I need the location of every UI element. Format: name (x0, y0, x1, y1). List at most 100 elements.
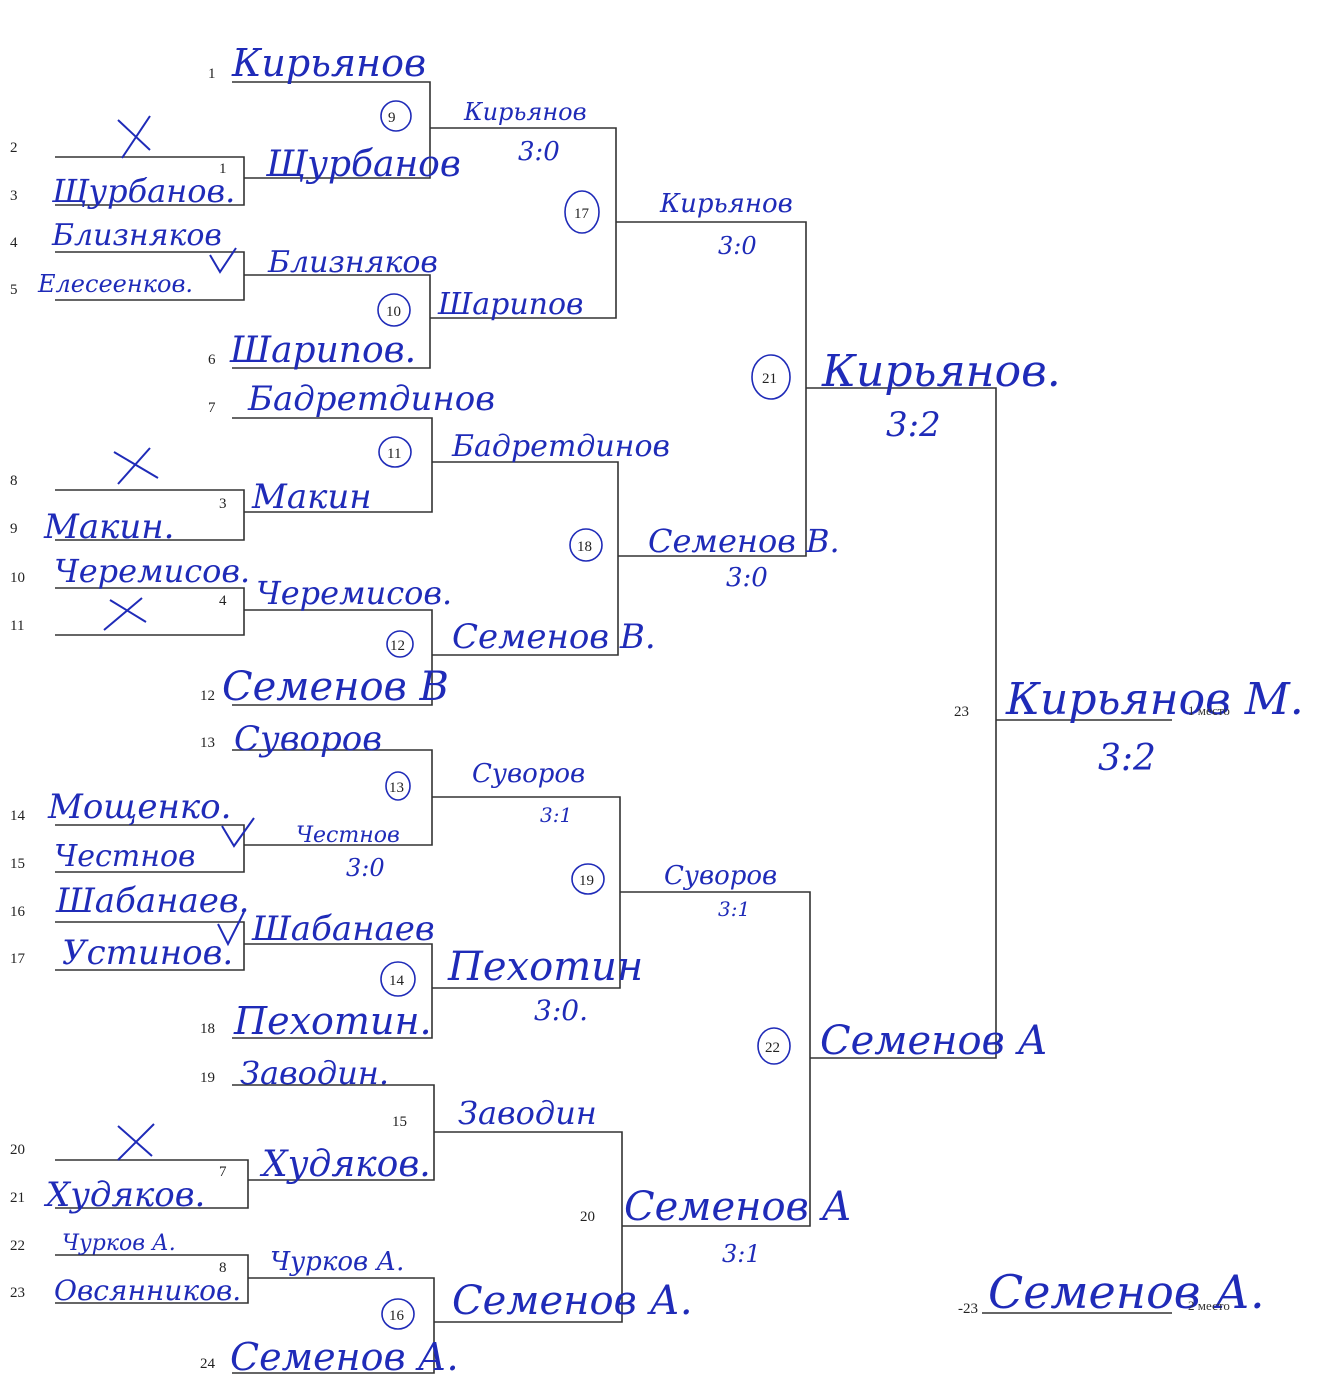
match-3-bracket (55, 489, 245, 541)
match-num-4: 4 (219, 593, 227, 609)
match-num-23b: -23 (958, 1301, 978, 1317)
final-lines (806, 387, 1172, 1314)
seed-19: 19 (200, 1070, 215, 1086)
runner-up-name: Семенов А. (988, 1265, 1265, 1319)
match-7-bracket (55, 1159, 249, 1209)
entrant-7: Бадретдинов (247, 379, 495, 419)
circle-19 (571, 863, 605, 895)
seed-22: 22 (10, 1238, 25, 1254)
entrant-18: Пехотин. (233, 999, 432, 1043)
match-num-8: 8 (219, 1260, 227, 1276)
match-num-3: 3 (219, 496, 227, 512)
score-match-9: 3:0 (518, 137, 560, 167)
x-mark-match-3 (113, 447, 159, 485)
match-num-15: 15 (392, 1114, 407, 1130)
final-bracket (806, 387, 997, 1059)
seed-20: 20 (10, 1142, 25, 1158)
entrant-23: Овсянников. (54, 1274, 241, 1307)
match-numbers: 1 3 4 7 8 9 10 11 12 13 14 15 16 17 18 1… (219, 110, 978, 1324)
circle-18 (569, 528, 603, 562)
circle-21 (751, 354, 791, 400)
round-1-lines (55, 156, 249, 1304)
entrant-names: Кирьянов Щурбанов. Близняков Елесеенков.… (37, 41, 495, 1376)
entrant-3: Щурбанов. (51, 172, 235, 210)
circle-14 (380, 961, 416, 997)
entrant-10: Черемисов. (54, 552, 250, 590)
circle-17 (564, 190, 600, 234)
winner-match-3: Макин (251, 477, 372, 517)
hand-marks (103, 115, 255, 1161)
match-num-19: 19 (579, 873, 594, 889)
entrant-4: Близняков (51, 218, 222, 253)
match-num-17: 17 (574, 206, 590, 222)
match-10-bracket (232, 274, 431, 369)
score-match-14-verso: 3:0 (346, 854, 385, 882)
check-mark-match-6 (217, 911, 245, 947)
seed-12: 12 (200, 688, 215, 704)
winner-names: Щурбанов Близняков Макин Черемисов. Шаба… (251, 98, 1304, 1324)
match-16-bracket (232, 1277, 435, 1374)
match-num-21: 21 (762, 371, 777, 387)
match-num-10: 10 (386, 304, 401, 320)
match-num-23: 23 (954, 704, 969, 720)
seed-8: 8 (10, 473, 18, 489)
winner-match-17: Кирьянов (659, 189, 793, 219)
match-8-bracket (55, 1254, 249, 1304)
score-match-14: 3:0. (534, 994, 588, 1027)
winner-match-22: Семенов А (820, 1018, 1048, 1064)
match-num-14: 14 (389, 973, 405, 989)
circle-22 (757, 1027, 791, 1065)
match-20-bracket (434, 1131, 623, 1323)
champion-name: Кирьянов М. (1005, 674, 1304, 725)
match-14-bracket (232, 943, 433, 1039)
seed-16: 16 (10, 904, 26, 920)
match-17-bracket (430, 127, 617, 319)
match-num-1: 1 (219, 161, 227, 177)
match-22-bracket (620, 891, 811, 1227)
winner-match-11: Бадретдинов (451, 429, 670, 464)
seed-23: 23 (10, 1285, 25, 1301)
circle-9 (380, 100, 412, 132)
match-4-bracket (55, 587, 245, 636)
seed-24: 24 (200, 1356, 216, 1372)
winner-match-1: Щурбанов (265, 144, 461, 185)
place-labels: 1 место 2 место (1188, 703, 1230, 1313)
score-match-20: 3:1 (722, 1240, 761, 1268)
seed-11: 11 (10, 618, 24, 634)
seed-numbers: 1 2 3 4 5 6 7 8 9 10 11 12 13 14 15 16 1… (10, 66, 216, 1372)
seed-5: 5 (10, 282, 18, 298)
x-mark-match-1 (117, 115, 151, 159)
first-place-label: 1 место (1188, 703, 1230, 718)
match-num-13: 13 (389, 780, 404, 796)
match-2-bracket (55, 251, 245, 301)
entrant-22: Чурков А. (62, 1231, 176, 1256)
score-match-19: 3:1 (718, 897, 750, 921)
seed-7: 7 (208, 400, 216, 416)
match-1-bracket (55, 156, 245, 206)
match-num-12: 12 (390, 638, 405, 654)
seed-2: 2 (10, 140, 18, 156)
entrant-9: Макин. (43, 507, 175, 547)
seed-6: 6 (208, 352, 216, 368)
winner-match-7: Худяков. (259, 1144, 431, 1185)
score-final: 3:2 (1098, 738, 1156, 779)
circle-16 (381, 1298, 415, 1330)
x-mark-match-4 (103, 597, 147, 631)
match-6-bracket (55, 921, 245, 971)
match-num-11: 11 (387, 446, 401, 462)
seed-15: 15 (10, 856, 25, 872)
match-num-18: 18 (577, 539, 592, 555)
circle-13 (385, 771, 411, 801)
match-18-bracket (432, 461, 619, 656)
match-num-7: 7 (219, 1164, 227, 1180)
check-mark-match-5 (221, 817, 255, 848)
match-9-bracket (232, 81, 431, 179)
seed-18: 18 (200, 1021, 215, 1037)
circle-11 (378, 436, 412, 468)
winner-match-20: Семенов А (624, 1184, 852, 1230)
match-num-9: 9 (388, 110, 396, 126)
winner-match-4: Черемисов. (256, 574, 452, 612)
entrant-17: Устинов. (62, 933, 233, 973)
winner-match-15: Заводин (458, 1094, 597, 1132)
match-num-22: 22 (765, 1040, 780, 1056)
